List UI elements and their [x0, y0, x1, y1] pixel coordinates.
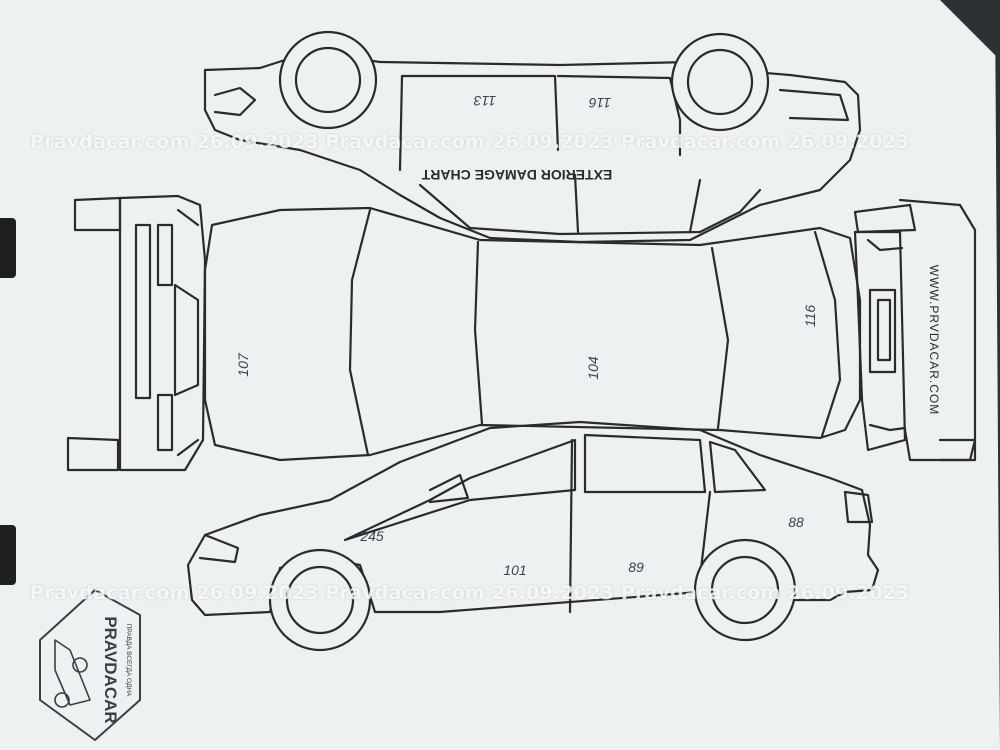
- reading-rear-door: 89: [628, 559, 644, 575]
- clipboard-clip-top: [0, 218, 16, 278]
- watermark-bottom: Pravdacar.com 26.09.2023 Pravdacar.com 2…: [30, 582, 910, 604]
- stamp-slogan: ПРАВДА ВСЕГДА ОДНА: [125, 624, 132, 697]
- reading-rear-quarter: 88: [788, 514, 804, 530]
- watermark-top: Pravdacar.com 26.09.2023 Pravdacar.com 2…: [30, 131, 910, 153]
- upper-rear-rim: [294, 46, 362, 114]
- upper-rear-wheel: [278, 30, 378, 130]
- upper-front-wheel: [670, 32, 770, 132]
- car-side-view-upper: [203, 50, 862, 244]
- clipboard-clip-bottom: [0, 525, 16, 585]
- reading-hood: 107: [235, 352, 251, 377]
- reading-top-right-panel: 116: [589, 95, 612, 111]
- chart-title: EXTERIOR DAMAGE CHART: [421, 167, 612, 183]
- reading-roof: 104: [585, 356, 601, 380]
- car-top-view: [203, 206, 862, 462]
- reading-trunk-lid: 116: [802, 305, 818, 328]
- car-front-view: [66, 194, 207, 472]
- front-rim: [285, 565, 355, 635]
- rear-wheel: [693, 538, 797, 642]
- reading-front-door: 101: [503, 562, 526, 578]
- stamp-brand: PRAVDACAR: [101, 616, 120, 723]
- pravdacar-stamp: [39, 589, 141, 741]
- car-rear-view: [853, 198, 977, 462]
- upper-front-rim: [686, 48, 754, 116]
- rear-rim: [710, 555, 780, 625]
- front-wheel: [268, 548, 372, 652]
- website-label: WWW.PRVDACAR.COM: [927, 265, 941, 415]
- reading-top-left-panel: 113: [474, 93, 497, 109]
- desk-corner: [940, 0, 1000, 60]
- reading-front-fender: 245: [359, 528, 384, 544]
